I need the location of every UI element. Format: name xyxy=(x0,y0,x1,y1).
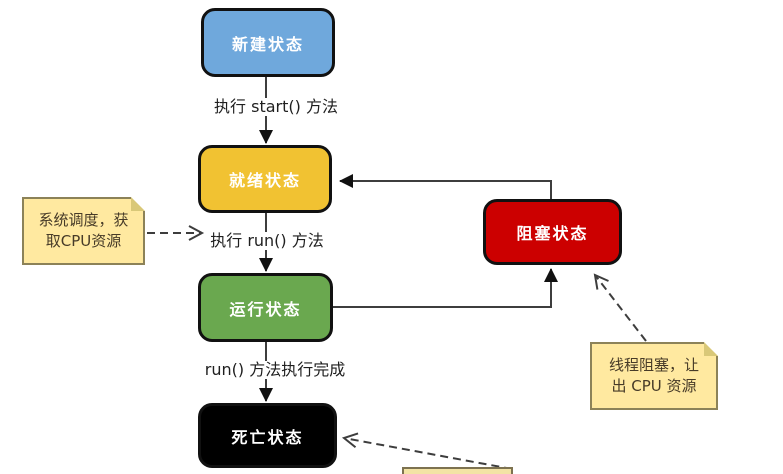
edge-label-done: run() 方法执行完成 xyxy=(200,361,350,379)
dashed-arrow-cutoff-note xyxy=(341,432,513,470)
edge-label-run: 执行 run() 方法 xyxy=(206,232,328,250)
edge-label-start: 执行 start() 方法 xyxy=(210,98,342,116)
note-text-line: 取CPU资源 xyxy=(45,232,122,250)
state-node-running-label: 运行状态 xyxy=(229,299,302,319)
note-fold-icon xyxy=(704,342,718,356)
state-node-new: 新建状态 xyxy=(201,8,335,77)
note-text-line: 线程阻塞，让 xyxy=(608,356,699,374)
sticky-note-schedule: 系统调度，获 取CPU资源 xyxy=(22,197,145,265)
note-fold-icon xyxy=(131,197,145,211)
state-node-running: 运行状态 xyxy=(198,273,333,342)
state-node-blocked-label: 阻塞状态 xyxy=(516,224,589,243)
dashed-arrow-block-note xyxy=(593,273,647,342)
note-text-line: 系统调度，获 xyxy=(38,211,129,229)
arrow-blocked-to-ready xyxy=(339,174,552,199)
sticky-note-block: 线程阻塞，让 出 CPU 资源 xyxy=(590,342,718,410)
state-node-ready-label: 就绪状态 xyxy=(228,171,301,190)
state-node-dead: 死亡状态 xyxy=(198,403,337,468)
state-node-blocked: 阻塞状态 xyxy=(483,199,622,265)
state-node-new-label: 新建状态 xyxy=(231,34,304,54)
note-text-line: 出 CPU 资源 xyxy=(611,377,697,395)
state-node-dead-label: 死亡状态 xyxy=(231,427,304,447)
state-node-ready: 就绪状态 xyxy=(198,145,332,213)
arrow-running-to-blocked xyxy=(333,268,558,308)
sticky-note-cutoff xyxy=(402,467,513,474)
